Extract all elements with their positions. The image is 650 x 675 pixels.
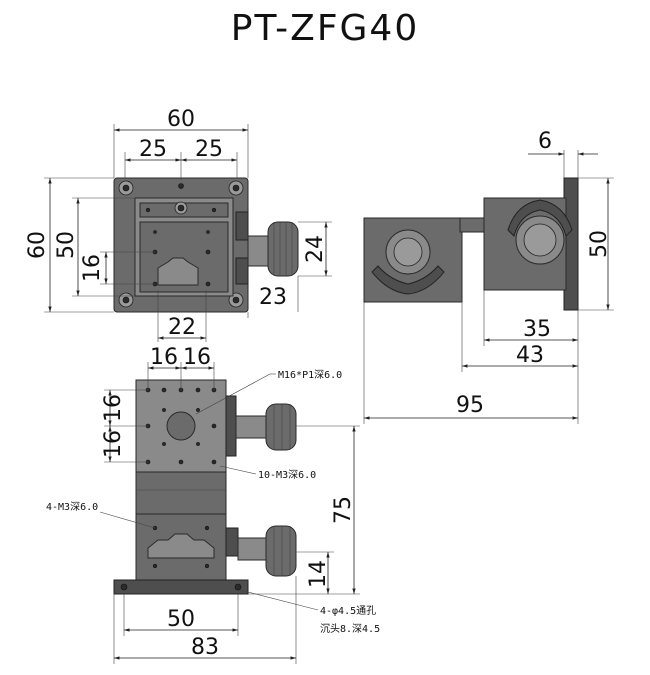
note-base-counterbore: 沉头8.深4.5	[320, 622, 380, 635]
dovetail-slide-icon	[157, 257, 199, 286]
center-thread-hole-icon	[166, 411, 196, 441]
note-center-thread: M16*P1深6.0	[278, 369, 342, 381]
lock-screw-icon	[235, 211, 249, 241]
dim-front-pitch-x2: 16	[183, 345, 211, 370]
dim-side-knob-offset: 35	[523, 317, 551, 342]
dim-top-inner-height: 50	[54, 231, 79, 259]
dim-front-base-width: 83	[191, 635, 219, 660]
page-title: PT-ZFG40	[230, 8, 420, 49]
dim-front-pitch-y2: 16	[101, 430, 126, 458]
dim-front-knob-height: 14	[306, 560, 331, 588]
dim-top-half-left: 25	[139, 137, 167, 162]
dim-top-height: 60	[25, 231, 50, 259]
dim-front-total-height: 75	[331, 496, 356, 524]
dim-top-bottom-width: 22	[168, 315, 196, 340]
dim-side-height: 50	[587, 230, 612, 258]
top-view: 60 25 25 60 50 16 24 23	[25, 107, 332, 342]
dim-front-base-hole-pitch: 50	[167, 607, 195, 632]
dim-top-knob-height: 24	[303, 235, 328, 263]
side-view-clamp-icon	[371, 265, 445, 295]
dim-top-width: 60	[167, 107, 195, 132]
note-top-holes: 10-M3深6.0	[258, 469, 316, 481]
side-view: 6 50 35 43 95	[363, 129, 614, 424]
dim-top-half-right: 25	[195, 137, 223, 162]
dim-side-total-length: 95	[456, 393, 484, 418]
note-side-holes: 4-M3深6.0	[46, 501, 98, 513]
dim-front-pitch-y1: 16	[101, 394, 126, 422]
dim-side-knob-reach: 43	[516, 343, 544, 368]
front-view-lower-knob-icon	[265, 525, 297, 577]
front-view-upper-knob-icon	[265, 403, 297, 451]
note-base-holes: 4-φ4.5通孔	[320, 605, 376, 617]
dim-top-knob-depth: 23	[259, 285, 287, 310]
dim-side-plate-thickness: 6	[538, 129, 552, 154]
front-view-base	[113, 579, 249, 595]
front-view: 16 16 16 16 75 14 50 83 M16*P1深6.0 10	[46, 345, 380, 664]
top-view-adjust-knob-icon	[267, 221, 299, 277]
dim-front-pitch-x1: 16	[150, 345, 178, 370]
dim-top-offset: 16	[80, 254, 105, 282]
lower-dovetail-icon	[147, 533, 215, 559]
